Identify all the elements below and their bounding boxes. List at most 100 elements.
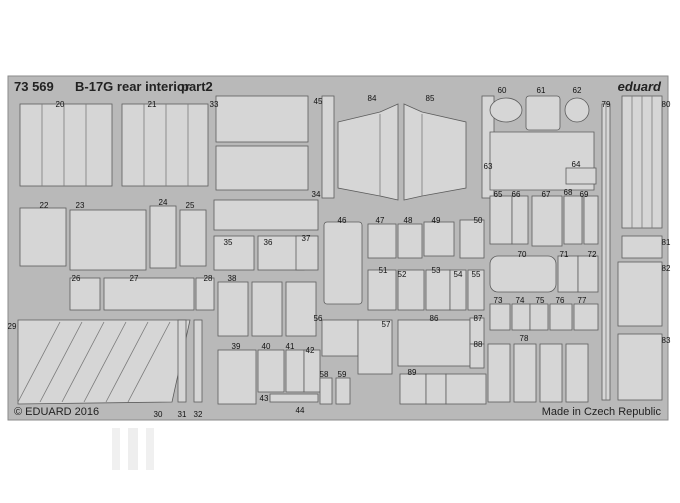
part-number-label: 27	[129, 274, 139, 283]
part-60	[525, 95, 561, 131]
part-number-label: 80	[661, 100, 671, 109]
part-number-label: 29	[7, 322, 17, 331]
part-number-label: 50	[473, 216, 483, 225]
part-61	[564, 97, 590, 123]
part-28	[195, 277, 215, 311]
part-number-label: 30	[153, 410, 163, 419]
part-number-label: 64	[571, 160, 581, 169]
part-number-label: 22	[39, 201, 49, 210]
part-number-label: 46	[337, 216, 347, 225]
part-54	[467, 269, 485, 311]
part-number-label: 36	[263, 238, 273, 247]
part-34	[213, 199, 319, 231]
part-55	[321, 319, 359, 357]
part-88a	[399, 373, 427, 405]
part-35	[213, 235, 255, 271]
fret-part: part2	[181, 79, 213, 94]
part-number-label: 44	[295, 406, 305, 415]
part-number-label: 84	[367, 94, 377, 103]
part-number-label: 52	[397, 270, 407, 279]
part-number-label: 47	[375, 216, 385, 225]
part-number-label: 24	[158, 198, 168, 207]
part-38c	[285, 281, 317, 337]
made-in-text: Made in Czech Republic	[541, 406, 661, 418]
part-number-label: 54	[453, 270, 463, 279]
fret-title: B-17G rear interior	[75, 79, 190, 94]
part-number-label: 48	[403, 216, 413, 225]
part-number-label: 69	[579, 190, 589, 199]
part-number-label: 85	[425, 94, 435, 103]
part-80	[621, 235, 663, 259]
part-89	[445, 373, 487, 405]
part-85	[397, 319, 471, 367]
part-number-label: 77	[577, 296, 587, 305]
part-number-label: 71	[559, 250, 569, 259]
part-88b	[425, 373, 447, 405]
part-number-label: 32	[193, 410, 203, 419]
part-69	[489, 255, 557, 293]
part-56	[357, 319, 393, 375]
part-41	[285, 349, 305, 393]
part-number-label: 56	[313, 314, 323, 323]
part-number-label: 45	[313, 97, 323, 106]
part-72	[489, 303, 511, 331]
part-number-label: 86	[429, 314, 439, 323]
part-number-label: 21	[147, 100, 157, 109]
part-number-label: 26	[71, 274, 81, 283]
part-83	[337, 103, 399, 201]
part-52	[425, 269, 451, 311]
part-75	[549, 303, 573, 331]
part-32	[193, 319, 203, 403]
part-number-label: 61	[536, 86, 546, 95]
part-number-label: 60	[497, 86, 507, 95]
part-number-label: 66	[511, 190, 521, 199]
part-number-label: 81	[661, 238, 671, 247]
part-number-label: 67	[541, 190, 551, 199]
part-number-label: 79	[601, 100, 611, 109]
part-40	[257, 349, 285, 393]
part-27	[103, 277, 195, 311]
part-68	[583, 195, 599, 245]
reflection-shape	[146, 428, 154, 470]
part-number-label: 38	[227, 274, 237, 283]
part-73	[511, 303, 531, 331]
part-number-label: 57	[381, 320, 391, 329]
part-number-label: 31	[177, 410, 187, 419]
part-77a	[487, 343, 511, 403]
part-number-label: 83	[661, 336, 671, 345]
part-84	[403, 103, 467, 201]
part-64	[489, 195, 513, 245]
part-number-label: 78	[519, 334, 529, 343]
part-number-label: 82	[661, 264, 671, 273]
part-50	[367, 269, 397, 311]
part-number-label: 53	[431, 266, 441, 275]
part-82	[617, 333, 663, 401]
part-77c	[539, 343, 563, 403]
part-87	[469, 343, 485, 369]
part-number-label: 76	[555, 296, 565, 305]
part-number-label: 70	[517, 250, 527, 259]
part-21	[121, 103, 209, 187]
fret-number: 73 569	[14, 79, 54, 94]
part-31	[177, 319, 187, 403]
part-47a	[367, 223, 397, 259]
part-20	[19, 103, 113, 187]
part-number-label: 23	[75, 201, 85, 210]
part-number-label: 39	[231, 342, 241, 351]
part-81	[617, 261, 663, 327]
part-number-label: 28	[203, 274, 213, 283]
part-65	[511, 195, 529, 245]
part-66	[531, 195, 563, 247]
part-number-label: 89	[407, 368, 417, 377]
brand-logo: eduard	[617, 79, 661, 94]
part-number-label: 40	[261, 342, 271, 351]
part-33b	[215, 145, 309, 191]
part-33a	[215, 95, 309, 143]
part-42	[303, 349, 321, 393]
part-29	[17, 319, 191, 405]
part-number-label: 20	[55, 100, 65, 109]
part-number-label: 25	[185, 201, 195, 210]
part-71	[577, 255, 599, 293]
part-51	[397, 269, 425, 311]
